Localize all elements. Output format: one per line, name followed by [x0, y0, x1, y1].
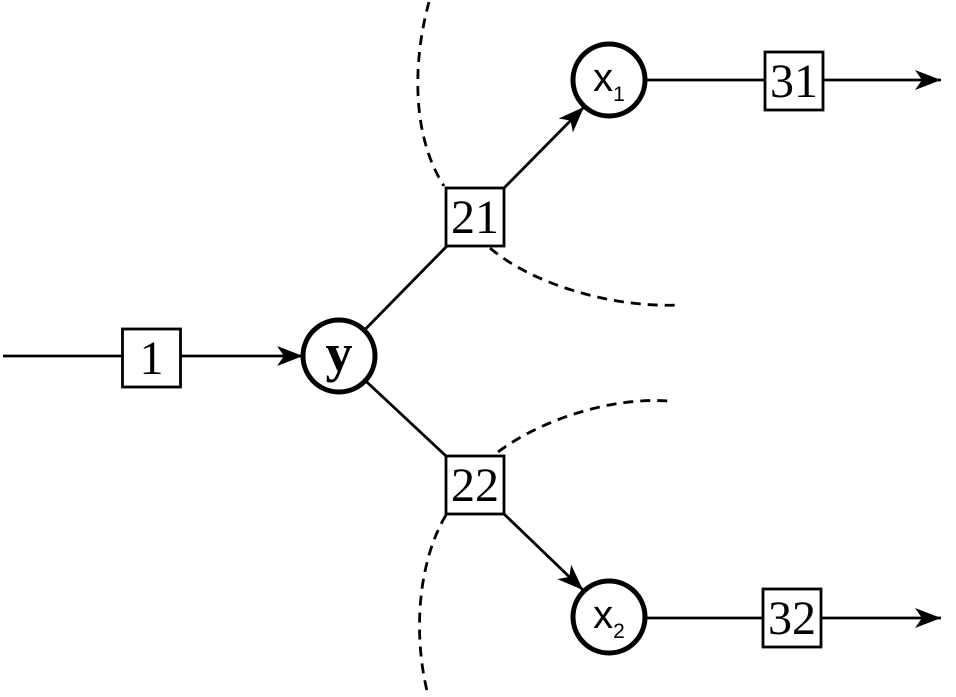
variable-label-y: y — [326, 323, 353, 383]
factor-label-21: 21 — [451, 191, 499, 244]
factor-box-31 — [763, 50, 825, 112]
variable-label-x1-base: x — [593, 56, 613, 100]
factor-box-21 — [444, 186, 506, 248]
factor-label-1: 1 — [140, 332, 164, 385]
factor-box-1 — [121, 327, 182, 389]
variable-label-x1-subscript: 1 — [613, 83, 625, 106]
variable-label-x2: x2 — [593, 593, 625, 643]
factor-box-32 — [761, 587, 823, 649]
variable-label-x1: x1 — [593, 56, 625, 106]
dashed-arc-f21-upper — [416, 1, 446, 187]
dashed-boundaries — [416, 1, 680, 696]
edge-f21-to-x1 — [503, 106, 585, 189]
variable-node-y — [300, 317, 378, 395]
variable-node-x1 — [570, 41, 648, 119]
dashed-arc-f22-upper — [497, 399, 669, 454]
variable-node-x2 — [570, 578, 648, 656]
factor-label-22: 22 — [451, 459, 499, 512]
variable-label-x2-base: x — [593, 593, 613, 637]
dashed-arc-f22-lower — [418, 514, 448, 696]
factor-box-22 — [444, 454, 506, 516]
variable-nodes — [300, 41, 648, 656]
variable-label-x2-subscript: 2 — [613, 620, 625, 643]
labels: 1 21 22 31 32 y x1 x2 — [140, 55, 819, 645]
factor-label-32: 32 — [768, 592, 816, 645]
factor-label-31: 31 — [770, 55, 818, 108]
dashed-arc-f21-lower — [489, 246, 680, 307]
edge-f22-to-x2 — [503, 512, 584, 592]
factor-nodes — [121, 50, 825, 649]
